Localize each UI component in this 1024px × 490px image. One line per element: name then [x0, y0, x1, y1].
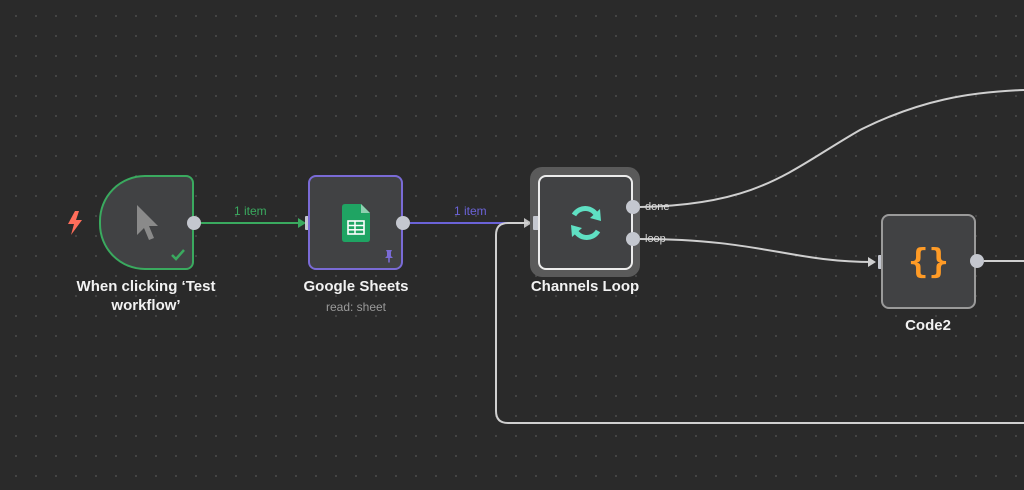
node-label: When clicking ‘Test workflow’ — [76, 278, 216, 314]
output-label-done: done — [645, 201, 670, 213]
loop-input-handle[interactable] — [533, 216, 540, 230]
edge-loop-to-code2[interactable] — [639, 238, 875, 263]
pin-icon — [382, 249, 396, 263]
edge-loop-back[interactable] — [495, 222, 1024, 424]
code2-output-handle[interactable] — [970, 254, 984, 268]
node-channels-loop[interactable] — [538, 175, 633, 270]
edge-item-count: 1 item — [454, 204, 487, 218]
edge-arrowhead — [868, 257, 876, 267]
node-label: Channels Loop — [530, 278, 640, 295]
success-check-icon — [170, 248, 186, 262]
edge-item-count: 1 item — [234, 204, 267, 218]
node-label: Google Sheets — [303, 278, 409, 295]
loop-done-output-handle[interactable] — [626, 200, 640, 214]
braces-icon: {} — [908, 241, 949, 282]
node-manual-trigger[interactable] — [99, 175, 194, 270]
google-sheets-icon — [341, 203, 370, 242]
pointer-icon — [127, 201, 167, 245]
sheets-output-handle[interactable] — [396, 216, 410, 230]
loop-loop-output-handle[interactable] — [626, 232, 640, 246]
output-label-loop: loop — [645, 233, 666, 245]
edge-done-output[interactable] — [639, 89, 1024, 208]
node-label: Code2 — [905, 317, 951, 334]
trigger-bolt-icon — [66, 210, 84, 236]
node-code2[interactable]: {} — [881, 214, 976, 309]
sync-icon — [565, 202, 607, 244]
edge-arrowhead — [298, 218, 306, 228]
trigger-output-handle[interactable] — [187, 216, 201, 230]
node-google-sheets[interactable] — [308, 175, 403, 270]
node-subtitle: read: sheet — [325, 300, 387, 314]
